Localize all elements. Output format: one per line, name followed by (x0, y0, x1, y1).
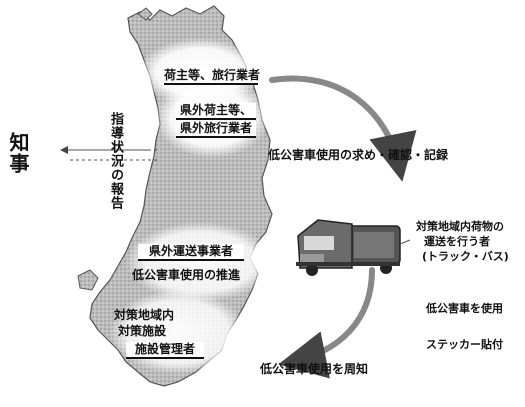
recommend-low-emission-label: 低公害車使用の推進 (132, 268, 241, 282)
notify-low-emission-label: 低公害車使用を周知 (260, 362, 369, 376)
request-low-emission-label: 低公害車使用の求め・確認・記録 (268, 148, 449, 162)
facility-manager-box: 施設管理者 (126, 342, 204, 359)
prefecture-shipper-box-line2: 県外旅行業者 (176, 121, 256, 138)
prefecture-shipper-box-line1: 県外荷主等、 (176, 103, 256, 120)
target-facility-line1: 対策地域内 (114, 308, 175, 322)
report-status-label: 指導状況の報告 (108, 112, 123, 210)
arrow-truck-to-bottom (278, 267, 375, 379)
governor-label: 知事 (6, 132, 30, 174)
use-low-emission-label: 低公害車を使用 (426, 302, 503, 315)
operator-note-line2: 運送を行う者 (424, 235, 490, 248)
transport-operator-box: 県外運送事業者 (138, 244, 244, 261)
operator-note-line1: 対策地域内荷物の (416, 220, 504, 233)
truck-icon (296, 219, 401, 276)
target-facility-line2: 対策施設 (118, 324, 167, 338)
arrow-top-to-truck (269, 75, 417, 182)
sticker-label: ステッカー貼付 (426, 338, 503, 351)
operator-note-line3: (トラック・バス) (422, 250, 509, 263)
shipper-travel-box: 荷主等、旅行業者 (164, 68, 260, 85)
